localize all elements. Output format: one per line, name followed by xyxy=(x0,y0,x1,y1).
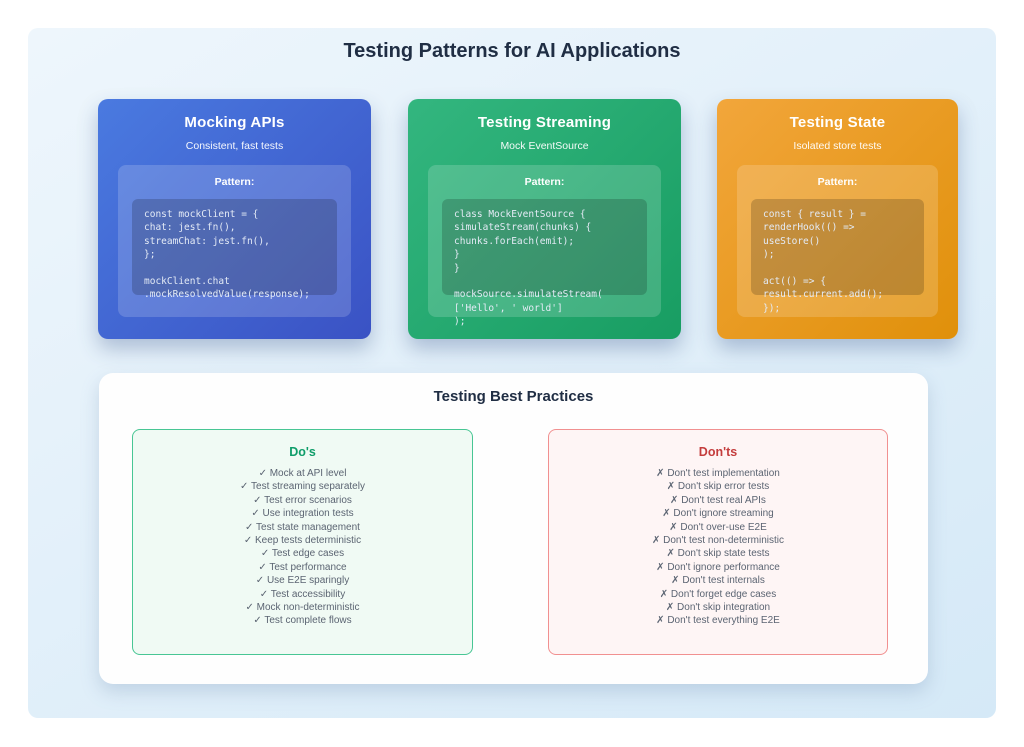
card-testing-streaming-title: Testing Streaming xyxy=(477,114,612,131)
dos-item: ✓ Test streaming separately xyxy=(240,481,365,493)
donts-item: ✗ Don't forget edge cases xyxy=(659,588,777,600)
donts-item: ✗ Don't test real APIs xyxy=(670,494,766,506)
pattern-panel: Pattern: class MockEventSource { simulate… xyxy=(428,165,661,327)
code-line: useStore() xyxy=(763,235,821,247)
donts-item: ✗ Don't ignore performance xyxy=(656,561,780,573)
code-line: } xyxy=(454,249,460,261)
donts-item: ✗ Don't skip state tests xyxy=(666,548,770,560)
card-testing-state: Testing State Isolated store tests Patte… xyxy=(717,99,958,339)
card-mocking-apis: Mocking APIs Consistent, fast tests Patt… xyxy=(98,99,371,339)
code-block-testing-streaming: class MockEventSource { simulateStream(ch… xyxy=(442,199,647,327)
code-line: const mockClient = { xyxy=(144,209,259,220)
code-line: .mockResolvedValue(response); xyxy=(144,289,310,301)
code-line: mockSource.simulateStream( xyxy=(454,289,603,301)
dos-item: ✓ Keep tests deterministic xyxy=(243,535,362,547)
code-line: chat: jest.fn(), xyxy=(144,222,236,234)
dos-item: ✓ Mock at API level xyxy=(258,468,347,479)
donts-item: ✗ Don't ignore streaming xyxy=(662,508,774,520)
code-line xyxy=(763,262,912,275)
code-line: act(() => { xyxy=(763,276,826,288)
code-line: const { result } = xyxy=(763,209,866,220)
pattern-label: Pattern: xyxy=(817,176,858,188)
pattern-label: Pattern: xyxy=(524,176,565,188)
code-block-testing-state: const { result } = renderHook(() =>useSto… xyxy=(751,199,924,314)
donts-item: ✗ Don't test internals xyxy=(671,575,765,587)
code-line: result.current.add(); xyxy=(763,289,884,301)
dos-list: ✓ Mock at API level ✓ Test streaming sepa… xyxy=(133,467,472,628)
page-title: Testing Patterns for AI Applications xyxy=(343,40,681,62)
content-panel: Testing Patterns for AI Applications Moc… xyxy=(28,28,996,718)
code-line: chunks.forEach(emit); xyxy=(454,235,575,247)
dos-item: ✓ Test edge cases xyxy=(260,548,345,560)
dos-item: ✓ Test error scenarios xyxy=(253,494,352,506)
pattern-panel: Pattern: const mockClient = { chat: jest.… xyxy=(118,165,351,317)
pattern-label: Pattern: xyxy=(214,176,255,188)
donts-list: ✗ Don't test implementation ✗ Don't skip … xyxy=(549,467,887,628)
dos-item: ✓ Test performance xyxy=(258,561,347,573)
code-line xyxy=(454,275,635,288)
card-testing-streaming: Testing Streaming Mock EventSource Patte… xyxy=(408,99,681,339)
dos-item: ✓ Use E2E sparingly xyxy=(255,575,350,587)
donts-box: Don'ts ✗ Don't test implementation✗ Don'… xyxy=(548,429,888,655)
card-mocking-apis-title: Mocking APIs xyxy=(184,114,285,131)
code-block-mocking-apis: const mockClient = { chat: jest.fn(),stre… xyxy=(132,199,337,300)
best-practices-card: Testing Best Practices Do's ✓ Mock at AP… xyxy=(99,373,928,684)
code-line xyxy=(144,262,325,275)
best-practices-title: Testing Best Practices xyxy=(433,388,594,405)
card-testing-state-title: Testing State xyxy=(789,114,886,131)
dos-item: ✓ Use integration tests xyxy=(251,508,354,520)
code-line: renderHook(() => xyxy=(763,222,855,234)
pattern-panel: Pattern: const { result } = renderHook(()… xyxy=(737,165,938,317)
donts-item: ✗ Don't test everything E2E xyxy=(656,615,780,627)
code-line: ); xyxy=(763,249,775,261)
card-testing-state-subtitle: Isolated store tests xyxy=(793,140,882,152)
code-line: }); xyxy=(763,302,781,314)
card-mocking-apis-subtitle: Consistent, fast tests xyxy=(185,140,284,152)
code-line: } xyxy=(454,262,460,274)
donts-item: ✗ Don't over-use E2E xyxy=(669,521,767,533)
dos-title: Do's xyxy=(289,445,316,459)
code-line: ['Hello', ' world'] xyxy=(454,302,563,314)
code-line: ); xyxy=(454,316,466,328)
code-line: streamChat: jest.fn(), xyxy=(144,235,270,247)
donts-item: ✗ Don't test implementation xyxy=(656,468,780,479)
card-testing-streaming-subtitle: Mock EventSource xyxy=(500,140,589,152)
donts-item: ✗ Don't skip integration xyxy=(665,602,771,614)
donts-item: ✗ Don't test non-deterministic xyxy=(651,535,784,547)
code-line: simulateStream(chunks) { xyxy=(454,222,592,234)
donts-title: Don'ts xyxy=(698,445,738,459)
dos-item: ✓ Mock non-deterministic xyxy=(245,602,360,614)
dos-item: ✓ Test accessibility xyxy=(259,588,346,600)
dos-box: Do's ✓ Mock at API level ✓ Test streaming… xyxy=(132,429,473,655)
dos-item: ✓ Test state management xyxy=(245,521,360,533)
code-line: }; xyxy=(144,249,156,261)
dos-item: ✓ Test complete flows xyxy=(253,615,352,627)
code-line: mockClient.chat xyxy=(144,276,230,288)
code-line: class MockEventSource { xyxy=(454,209,586,220)
donts-item: ✗ Don't skip error tests xyxy=(666,481,770,493)
